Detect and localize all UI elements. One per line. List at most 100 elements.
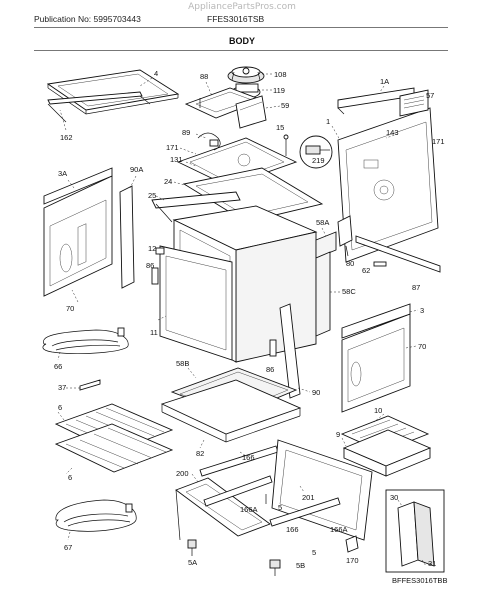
callout-9: 9	[336, 430, 340, 439]
callout-57: 57	[426, 91, 434, 100]
part-15-screw	[283, 134, 289, 156]
part-37-element-bracket	[79, 379, 101, 391]
part-5B-leveling-leg	[269, 559, 281, 576]
callout-166a: 166	[242, 453, 255, 462]
callout-70a: 70	[66, 304, 74, 313]
part-6-oven-rack-lower	[54, 423, 174, 473]
part-162-front-trim	[47, 91, 151, 123]
callout-12: 12	[148, 244, 156, 253]
part-9-broiler-pan	[342, 429, 432, 477]
callout-59: 59	[281, 101, 289, 110]
part-170-leveling-bracket	[345, 535, 359, 553]
callout-219: 219	[312, 156, 325, 165]
callout-200: 200	[176, 469, 189, 478]
callout-119: 119	[273, 86, 285, 95]
callout-86a: 86	[146, 261, 154, 270]
callout-170: 170	[346, 556, 359, 565]
callout-1A: 1A	[380, 77, 389, 86]
callout-66: 66	[54, 362, 62, 371]
part-87-bottom-rear-rail	[355, 235, 441, 273]
part-58A-insulation	[315, 231, 337, 259]
callout-58B: 58B	[176, 359, 189, 368]
callout-5b: 5	[312, 548, 316, 557]
part-58C-side-insulation	[315, 251, 331, 337]
part-219-thermostat-detail	[299, 135, 333, 169]
part-3A-left-side-panel	[43, 167, 113, 297]
part-67-bake-element	[55, 499, 137, 532]
callout-15: 15	[276, 123, 284, 132]
callout-88: 88	[200, 72, 208, 81]
callout-1: 1	[326, 117, 330, 126]
part-90-side-trim	[279, 303, 301, 399]
callout-166b: 166	[286, 525, 299, 534]
part-200-drawer-front-frame	[175, 477, 271, 541]
callout-90: 90	[312, 388, 320, 397]
part-5A-leveling-leg	[187, 539, 197, 556]
model-number: FFES3016TSB	[207, 14, 265, 24]
part-80-rear-bracket	[337, 215, 353, 257]
callout-5a: 5	[278, 503, 282, 512]
part-3-right-side-panel	[341, 303, 411, 413]
part-90A-left-trim	[119, 185, 135, 289]
callout-5B: 5B	[296, 561, 305, 570]
callout-86b: 86	[266, 365, 274, 374]
callout-131: 131	[170, 155, 183, 164]
publication-number: Publication No: 5995703443	[34, 14, 141, 24]
sub-assembly-box	[385, 489, 445, 573]
callout-11: 11	[150, 328, 158, 337]
callout-108: 108	[274, 70, 287, 79]
part-89-sensor	[197, 132, 221, 151]
callout-3A: 3A	[58, 169, 67, 178]
callout-30: 30	[390, 493, 398, 502]
part-86-door-hinge-left	[151, 267, 159, 285]
callout-201: 201	[302, 493, 315, 502]
part-108-fan-motor	[227, 66, 265, 84]
title-divider	[34, 50, 448, 51]
sub-assembly-label: BFFES3016TBB	[392, 576, 448, 585]
part-24-top-shield	[182, 167, 324, 223]
part-62-clip	[373, 261, 387, 267]
callout-3: 3	[420, 306, 424, 315]
section-title: BODY	[228, 36, 255, 46]
callout-166Aa: 166A	[240, 505, 258, 514]
part-82-bottom-panel	[160, 379, 302, 443]
callout-171-rear: 171	[432, 137, 445, 146]
part-57-vent-cover	[399, 89, 429, 117]
callout-67: 67	[64, 543, 72, 552]
part-86-door-hinge-right	[269, 339, 277, 357]
callout-82: 82	[196, 449, 204, 458]
callout-90A: 90A	[130, 165, 143, 174]
callout-58A: 58A	[316, 218, 329, 227]
callout-62: 62	[362, 266, 370, 275]
part-166-drawer-slide-right	[269, 497, 341, 527]
callout-31: 31	[428, 559, 436, 568]
callout-89: 89	[182, 128, 190, 137]
part-59-duct	[235, 95, 267, 129]
callout-37: 37	[58, 383, 66, 392]
callout-4: 4	[154, 69, 158, 78]
part-12-bracket	[155, 247, 165, 255]
callout-25: 25	[148, 191, 156, 200]
callout-70b: 70	[418, 342, 426, 351]
header-divider	[34, 27, 448, 28]
part-166A-drawer-slide-left	[203, 475, 273, 507]
callout-166Ab: 166A	[330, 525, 348, 534]
callout-162: 162	[60, 133, 73, 142]
callout-171: 171	[166, 143, 179, 152]
part-11-front-frame	[159, 245, 233, 361]
watermark: AppliancePartsPros.com	[188, 2, 296, 12]
part-25-front-frame-top	[151, 191, 241, 223]
callout-58C: 58C	[342, 287, 356, 296]
callout-143: 143	[386, 128, 399, 137]
part-166-drawer-rail-top	[199, 445, 279, 477]
callout-87: 87	[412, 283, 420, 292]
callout-24: 24	[164, 177, 172, 186]
callout-5A: 5A	[188, 558, 197, 567]
part-66-broil-element	[42, 327, 129, 354]
callout-10: 10	[374, 406, 382, 415]
callout-6a: 6	[58, 403, 62, 412]
callout-6b: 6	[68, 473, 72, 482]
callout-80: 80	[346, 259, 354, 268]
part-4-top-panel	[46, 69, 180, 115]
